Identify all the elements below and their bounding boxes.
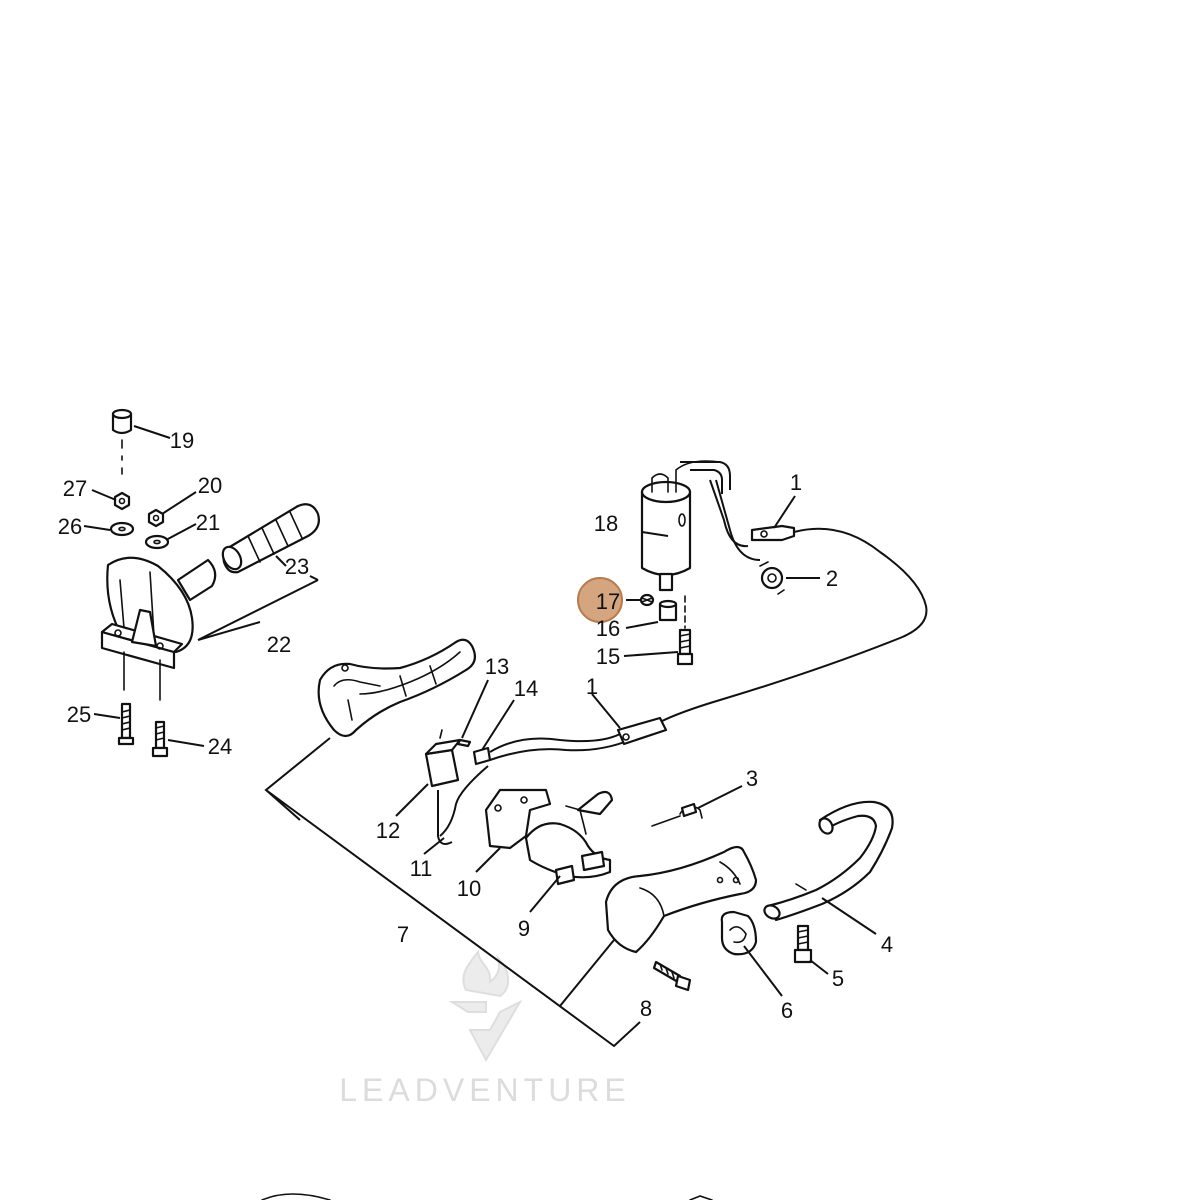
part-19-spacer[interactable]	[111, 408, 133, 475]
handle-wires	[437, 733, 631, 845]
part-6-clamp[interactable]	[720, 910, 758, 956]
callout-22[interactable]: 22	[267, 632, 291, 657]
callout-19[interactable]: 19	[170, 428, 194, 453]
callout-18[interactable]: 18	[594, 511, 618, 536]
part-16-sleeve[interactable]	[658, 599, 678, 622]
coil-assembly	[639, 460, 928, 723]
callout-10[interactable]: 10	[457, 876, 481, 901]
callout-3[interactable]: 3	[746, 766, 758, 791]
cropped-edge-fragments	[261, 1193, 713, 1200]
part-8-screw[interactable]	[652, 960, 692, 992]
part-4-loop-handle[interactable]	[762, 800, 894, 922]
callout-20[interactable]: 20	[198, 473, 222, 498]
part-12-switch[interactable]	[424, 729, 462, 788]
callout-12[interactable]: 12	[376, 818, 400, 843]
callout-24[interactable]: 24	[208, 734, 232, 759]
callout-5[interactable]: 5	[832, 966, 844, 991]
callout-21[interactable]: 21	[196, 510, 220, 535]
part-21-washer[interactable]	[144, 534, 170, 550]
bracket-7	[264, 737, 641, 1048]
callout-27[interactable]: 27	[63, 476, 87, 501]
callout-23[interactable]: 23	[285, 554, 309, 579]
part-15-screw[interactable]	[676, 595, 694, 666]
part-5-bolt[interactable]	[793, 924, 813, 964]
callout-7[interactable]: 7	[397, 922, 409, 947]
part-1-connector-top[interactable]	[750, 524, 796, 542]
watermark: LEADVENTURE	[339, 949, 631, 1108]
handle-assembly	[264, 638, 894, 1048]
callout-26[interactable]: 26	[58, 514, 82, 539]
part-17-spring[interactable]	[639, 593, 655, 607]
bracket-22	[197, 575, 319, 641]
part-3-spring[interactable]	[651, 802, 703, 827]
callouts: 1 1 2 3 4 5 6 7 8 9 10 11 12 13 14 15 16…	[58, 428, 893, 1023]
leader-lines	[83, 425, 877, 997]
coil-wires	[680, 461, 761, 561]
callout-6[interactable]: 6	[781, 998, 793, 1023]
part-22-mount-plate[interactable]	[100, 556, 217, 701]
part-7-lower-housing[interactable]	[604, 845, 758, 954]
callout-2[interactable]: 2	[826, 566, 838, 591]
callout-16[interactable]: 16	[596, 616, 620, 641]
callout-13[interactable]: 13	[485, 654, 509, 679]
callout-17[interactable]: 17	[596, 589, 620, 614]
handle-mount-assembly	[100, 408, 320, 758]
watermark-text: LEADVENTURE	[339, 1072, 631, 1108]
part-1-connector-bottom[interactable]	[616, 716, 668, 746]
part-9-trigger[interactable]	[524, 790, 614, 886]
part-13-pin[interactable]	[456, 738, 472, 748]
callout-1[interactable]: 1	[790, 470, 802, 495]
part-18-coil[interactable]	[640, 460, 721, 592]
part-25-bolt[interactable]	[117, 702, 135, 746]
part-23-grip[interactable]	[219, 503, 320, 574]
part-14-contact[interactable]	[472, 746, 492, 766]
callout-14[interactable]: 14	[514, 676, 538, 701]
callout-4[interactable]: 4	[881, 932, 893, 957]
part-27-nut[interactable]	[113, 491, 131, 511]
callout-8[interactable]: 8	[640, 996, 652, 1021]
callout-25[interactable]: 25	[67, 702, 91, 727]
ignition-cable	[659, 527, 928, 723]
callout-9[interactable]: 9	[518, 916, 530, 941]
flame-v-logo-icon	[448, 949, 523, 1063]
callout-17-highlight	[577, 577, 623, 623]
part-20-nut[interactable]	[147, 508, 165, 528]
part-10-plate[interactable]	[484, 788, 552, 850]
part-24-bolt[interactable]	[151, 720, 169, 758]
part-7-handle-housing[interactable]	[317, 638, 477, 738]
callout-15[interactable]: 15	[596, 644, 620, 669]
callout-11[interactable]: 11	[410, 856, 433, 881]
part-26-washer[interactable]	[109, 521, 135, 537]
callout-1-lower[interactable]: 1	[586, 674, 598, 699]
part-2-grommet[interactable]	[759, 561, 785, 595]
